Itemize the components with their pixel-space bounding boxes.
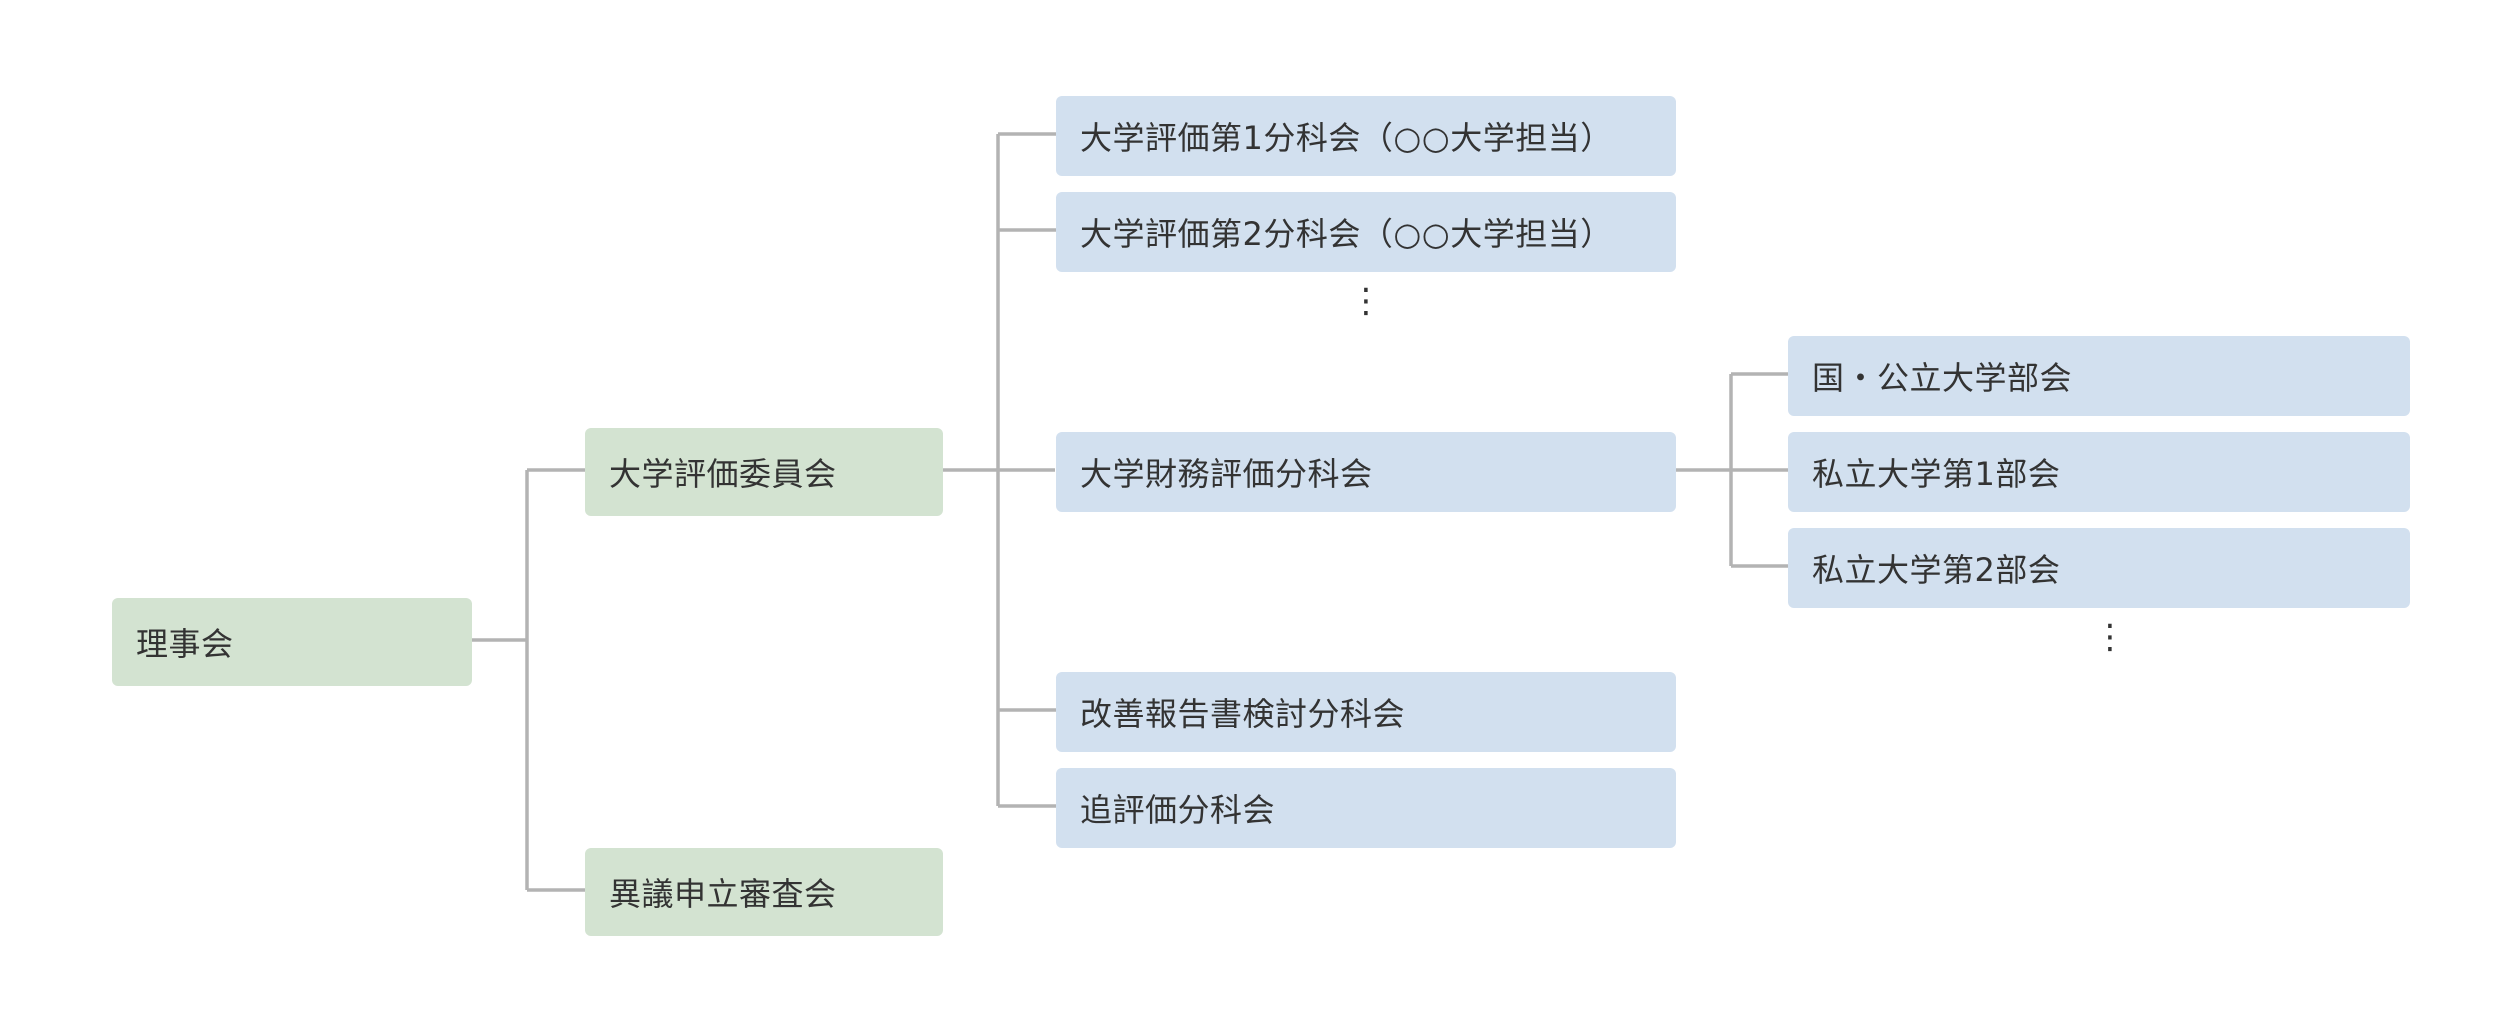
node-improvement-report-subcommittee-label: 改善報告書検討分科会: [1080, 695, 1406, 733]
node-private-division-2: 私立大学第2部会: [1788, 528, 2410, 608]
node-financial-evaluation-subcommittee: 大学財務評価分科会: [1056, 432, 1676, 512]
node-board-label: 理事会: [136, 625, 234, 663]
node-university-evaluation-committee-label: 大学評価委員会: [609, 455, 837, 493]
node-national-public-division: 国・公立大学部会: [1788, 336, 2410, 416]
node-appeal-review-board-label: 異議申立審査会: [609, 875, 837, 913]
connector-board-to-committees: [472, 468, 585, 892]
ellipsis-subcommittees: ⋮: [1349, 281, 1383, 321]
node-subcommittee-2-label: 大学評価第2分科会（○○大学担当）: [1080, 215, 1613, 253]
node-private-division-2-label: 私立大学第2部会: [1812, 551, 2061, 589]
node-subcommittee-2: 大学評価第2分科会（○○大学担当）: [1056, 192, 1676, 272]
node-subcommittee-1-label: 大学評価第1分科会（○○大学担当）: [1080, 119, 1613, 157]
node-board: 理事会: [112, 598, 472, 686]
ellipsis-divisions: ⋮: [2093, 617, 2127, 657]
node-appeal-review-board: 異議申立審査会: [585, 848, 943, 936]
node-improvement-report-subcommittee: 改善報告書検討分科会: [1056, 672, 1676, 752]
node-private-division-1-label: 私立大学第1部会: [1812, 455, 2061, 493]
node-follow-up-evaluation-subcommittee: 追評価分科会: [1056, 768, 1676, 848]
connector-committee-to-subcommittees: [943, 132, 1056, 808]
connector-subcommittee-to-divisions: [1676, 372, 1788, 568]
node-national-public-division-label: 国・公立大学部会: [1812, 359, 2073, 397]
node-private-division-1: 私立大学第1部会: [1788, 432, 2410, 512]
node-financial-evaluation-subcommittee-label: 大学財務評価分科会: [1080, 455, 1373, 493]
node-follow-up-evaluation-subcommittee-label: 追評価分科会: [1080, 791, 1276, 829]
node-subcommittee-1: 大学評価第1分科会（○○大学担当）: [1056, 96, 1676, 176]
node-university-evaluation-committee: 大学評価委員会: [585, 428, 943, 516]
